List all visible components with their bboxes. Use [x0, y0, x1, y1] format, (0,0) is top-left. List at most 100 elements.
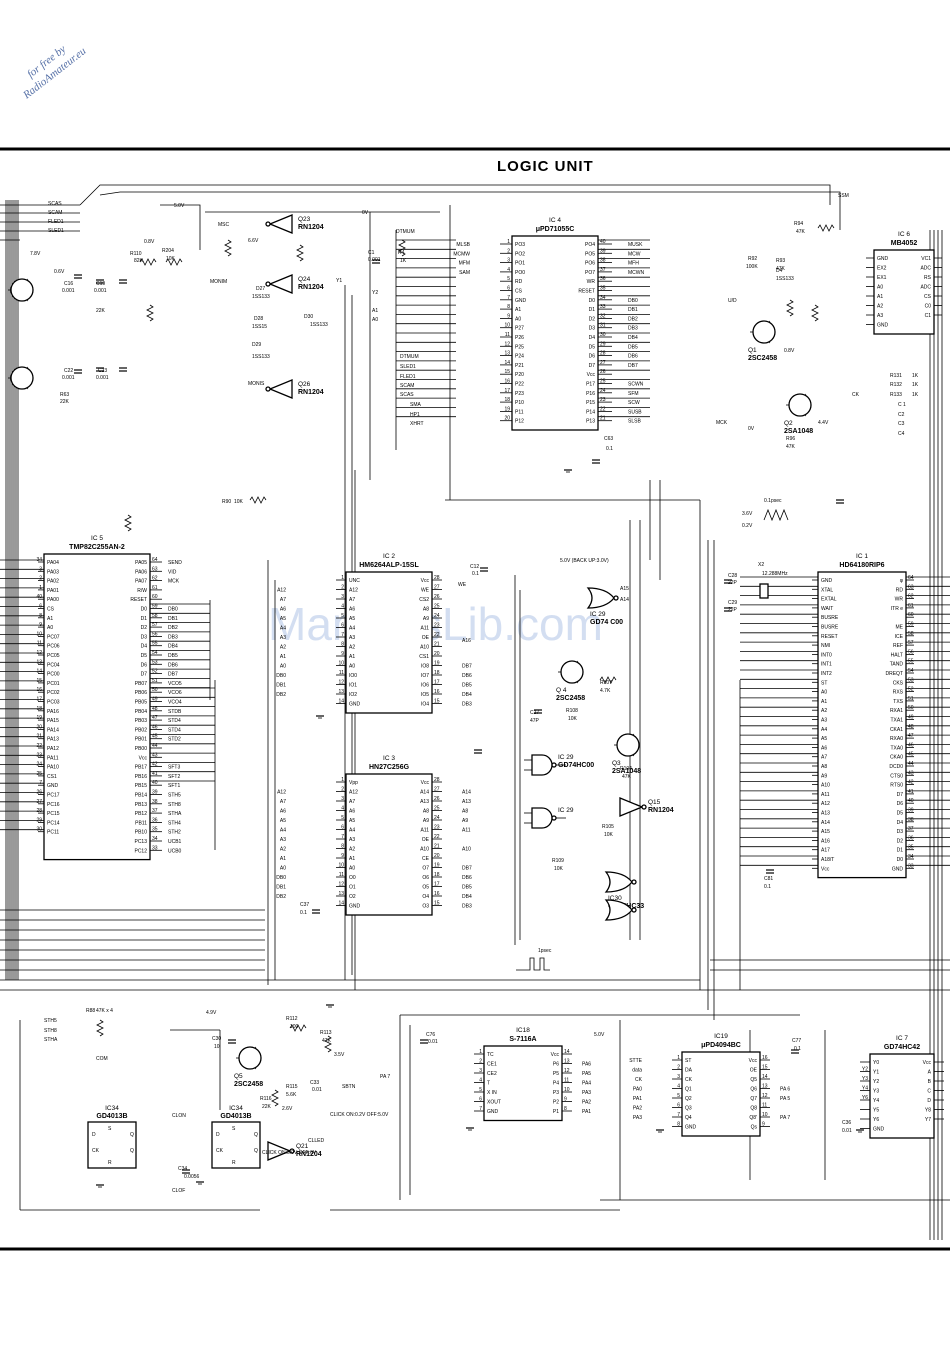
- resistor-zigzag: [224, 239, 232, 257]
- pin-name: A2: [349, 847, 355, 853]
- net-label: PA4: [582, 1081, 591, 1087]
- pin-name: XTAL: [821, 587, 833, 593]
- pin-name: A6: [821, 745, 827, 751]
- buffer-bubble: [265, 221, 271, 227]
- pin-number: 7: [677, 1112, 680, 1118]
- transistor-part: 2SC2458: [748, 355, 777, 362]
- resistor: [296, 244, 304, 262]
- net-label: 5.6K: [286, 1092, 297, 1098]
- pin-number: 7: [479, 1106, 482, 1112]
- net-label: C63: [604, 436, 613, 442]
- pin-name: PB05: [135, 700, 147, 706]
- net-label: 10K: [604, 832, 614, 838]
- pin-name: PO6: [585, 261, 595, 267]
- net-label: VCO5: [168, 681, 182, 687]
- pin-number: 33: [600, 304, 606, 310]
- pin-name: O1: [349, 885, 356, 891]
- pin-number: 16: [504, 379, 510, 385]
- pin-number: 5: [479, 1087, 482, 1093]
- net-label: 0.6V: [54, 269, 65, 275]
- pin-name: P24: [515, 354, 524, 360]
- pin-number: 34: [152, 836, 158, 842]
- pin-name: A13: [821, 811, 830, 817]
- net-label: MONIS: [248, 381, 265, 387]
- pin-number: 13: [36, 659, 42, 665]
- net-label: X2: [758, 562, 764, 568]
- net-label: VCO4: [168, 700, 182, 706]
- net-label: 0.0056: [184, 1174, 200, 1180]
- pin-number: 21: [600, 416, 606, 422]
- pin-name: GND: [685, 1125, 697, 1131]
- pin-number: 37: [152, 808, 158, 814]
- net-label: DB0: [276, 673, 286, 679]
- pin-number: 17: [434, 882, 440, 888]
- pin-name: O2: [349, 894, 356, 900]
- pin-name: A3: [877, 313, 883, 319]
- pin-name: PA06: [135, 569, 147, 575]
- net-label: C4: [898, 431, 905, 437]
- net-label: PA3: [582, 1090, 591, 1096]
- pin-name: P3: [553, 1090, 559, 1096]
- net-label: SFT1: [168, 783, 180, 789]
- ic-part-number: μPD71055C: [536, 226, 575, 233]
- pin-number: 43: [152, 752, 158, 758]
- pin-number: 25: [434, 604, 440, 610]
- pin-name: D6: [141, 662, 148, 668]
- pin-number: 21: [434, 844, 440, 850]
- pin-name: D1: [141, 616, 148, 622]
- pin-number: 8: [39, 613, 42, 619]
- pin-name: Q1: [685, 1087, 692, 1093]
- net-label: 47K: [322, 1038, 332, 1044]
- pin-name: A0: [821, 690, 827, 696]
- pin-number: 51: [908, 696, 914, 702]
- net-label: 10: [214, 1044, 220, 1050]
- pin-name: CE: [422, 856, 430, 862]
- pin-name: PO0: [515, 270, 525, 276]
- pin-number: 38: [600, 258, 606, 264]
- pin-number: 4: [677, 1084, 680, 1090]
- gate-ref: IC 29: [558, 754, 574, 761]
- net-label: PA2: [633, 1106, 642, 1112]
- resistor-zigzag: [817, 224, 835, 232]
- net-label: COM: [96, 1056, 108, 1062]
- pin-name: A11: [420, 626, 429, 632]
- pin-number: 13: [564, 1059, 570, 1065]
- pin-name: IO5: [421, 692, 429, 698]
- wire: [99, 191, 841, 230]
- resistor-zigzag: [96, 1019, 104, 1037]
- resistor: [96, 1019, 104, 1037]
- net-label: A10: [462, 847, 471, 853]
- pin-name: RESET: [130, 597, 147, 603]
- pin-name: A1: [47, 616, 53, 622]
- net-label: PA1: [582, 1109, 591, 1115]
- pin-name: CS: [924, 294, 932, 300]
- pin-name: PB13: [135, 802, 147, 808]
- wire: [516, 957, 550, 971]
- ic-body: [817, 571, 907, 879]
- net-label: C 1: [898, 402, 906, 408]
- gate-bubble: [551, 762, 557, 768]
- net-label: DB7: [628, 363, 638, 369]
- pin-name: IO4: [421, 702, 429, 708]
- pin-number: 20: [36, 724, 42, 730]
- pin-name: O0: [349, 875, 356, 881]
- pin-number: 39: [908, 808, 914, 814]
- buffer-ref: Q21: [296, 1143, 309, 1150]
- pin-number: 14: [338, 901, 344, 907]
- pin-number: 13: [338, 689, 344, 695]
- pin-name: A2: [349, 645, 355, 651]
- pin-number: 53: [908, 677, 914, 683]
- pin-name: D5: [141, 653, 148, 659]
- net-label: 100K: [746, 264, 758, 270]
- net-label: SBTN: [342, 1084, 356, 1090]
- pin-name: PA15: [47, 718, 59, 724]
- net-label: DB3: [628, 326, 638, 332]
- net-label: R115: [286, 1084, 298, 1090]
- pin-number: 63: [908, 584, 914, 590]
- pin-number: 6: [507, 286, 510, 292]
- resistor: [817, 224, 835, 232]
- gate-body: [604, 899, 633, 921]
- net-label: 1K: [912, 392, 919, 398]
- net-label: 3.5V: [334, 1052, 345, 1058]
